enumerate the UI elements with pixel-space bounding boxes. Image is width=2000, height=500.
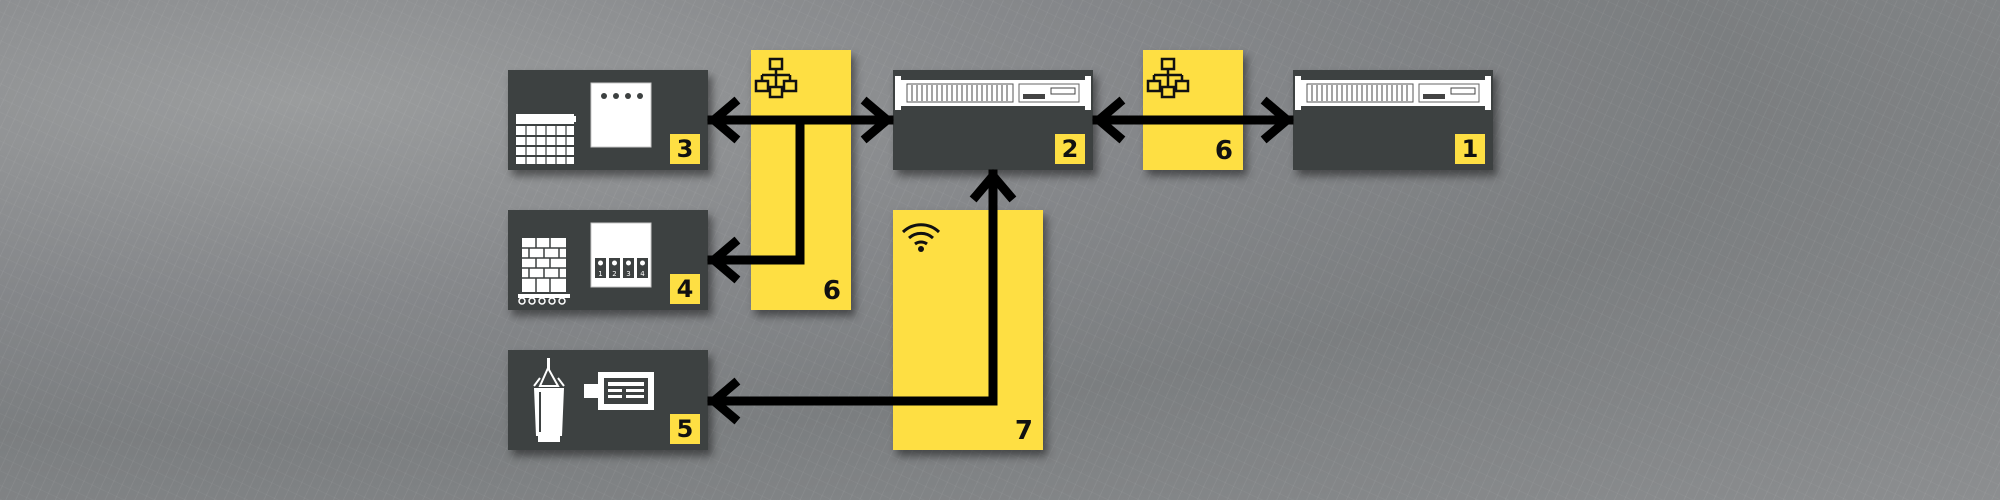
wifi-icon [901,223,941,252]
node-label-7: 7 [1014,416,1033,446]
network-box-6-right: 6 [1143,50,1243,170]
rack-server-icon [1295,76,1491,110]
node-label-6: 6 [822,276,841,306]
device-box-5: 5 [508,350,708,450]
node-badge-4: 4 [670,274,700,304]
network-box-6-left: 6 [751,50,851,310]
network-icon [1146,57,1190,99]
connector-branch-4 [707,115,805,265]
control-panel-icon: 1 2 3 4 [590,222,652,288]
device-box-3: 3 [508,70,708,170]
node-label-6: 6 [1214,136,1233,166]
wireless-box-7: 7 [893,210,1043,450]
node-badge-3: 3 [670,134,700,164]
network-icon [754,57,798,99]
connector-5-2 [707,169,998,406]
rack-server-icon [895,76,1091,110]
storage-cabinet-icon [516,114,576,164]
device-box-4: 1 2 3 4 4 [508,210,708,310]
lamp-icon [533,358,565,442]
channel-label: 3 [626,270,630,278]
pallet-icon [518,238,570,305]
node-badge-2: 2 [1055,134,1085,164]
node-badge-5: 5 [670,414,700,444]
display-screen-icon [584,372,654,410]
channel-label: 4 [640,270,645,278]
channel-label: 1 [598,270,602,278]
node-badge-1: 1 [1455,134,1485,164]
device-box-2: 2 [893,70,1093,170]
channel-label: 2 [612,270,616,278]
control-panel-icon [590,82,652,148]
device-box-1: 1 [1293,70,1493,170]
